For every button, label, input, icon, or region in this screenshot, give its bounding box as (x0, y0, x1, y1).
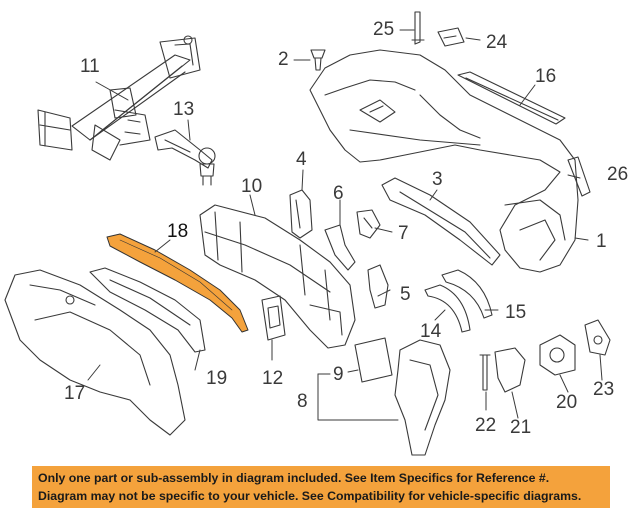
callout-7: 7 (398, 223, 409, 244)
callout-4: 4 (296, 149, 307, 170)
part-19-lower-molding (89, 267, 206, 353)
part-1-bumper-cover (309, 49, 579, 273)
callout-2: 2 (278, 49, 289, 70)
part-11-trailer-hitch (37, 35, 201, 161)
part-8-bracket (394, 339, 451, 456)
part-21-bracket (494, 347, 526, 393)
part-25-bracket (411, 11, 425, 45)
disclaimer-line-2: Diagram may not be specific to your vehi… (38, 489, 582, 503)
callout-26: 26 (607, 164, 629, 185)
part-9-plate-bracket (354, 337, 393, 383)
callout-3: 3 (432, 169, 443, 190)
part-10-impact-bar (199, 204, 356, 349)
callout-10: 10 (241, 176, 263, 197)
callout-13: 13 (173, 99, 195, 120)
part-22-pin (479, 354, 491, 391)
part-26-side-molding (567, 156, 591, 197)
part-4-absorber (289, 189, 313, 239)
callout-1: 1 (596, 231, 607, 252)
callout-24: 24 (486, 32, 508, 53)
part-7-bracket (356, 209, 381, 239)
part-16-molding (457, 71, 566, 125)
callout-22: 22 (475, 415, 497, 436)
leader-lines (87, 29, 603, 421)
callout-9: 9 (333, 364, 344, 385)
callout-8: 8 (297, 391, 308, 412)
part-14-molding (424, 284, 471, 333)
callout-19: 19 (206, 368, 228, 389)
part-20-housing (539, 334, 576, 376)
part-12-bracket (261, 295, 286, 341)
part-17-valance (4, 269, 186, 436)
callout-18: 18 (167, 221, 189, 242)
part-24-bracket (437, 27, 465, 47)
part-13-ball-mount (154, 129, 216, 186)
callout-25: 25 (373, 19, 395, 40)
part-2-clip (310, 49, 326, 71)
callout-17: 17 (64, 383, 86, 404)
callout-11: 11 (80, 56, 100, 77)
callout-23: 23 (593, 379, 615, 400)
part-15-molding (441, 269, 493, 319)
part-18-highlighted (106, 233, 249, 333)
part-23-sensor (584, 319, 611, 356)
part-6-bracket (324, 224, 356, 271)
callout-6: 6 (333, 183, 344, 204)
disclaimer-line-1: Only one part or sub-assembly in diagram… (38, 471, 550, 485)
callout-15: 15 (505, 302, 527, 323)
part-3-support (381, 177, 501, 266)
callout-14: 14 (420, 321, 442, 342)
part-5-bracket (367, 264, 389, 309)
callout-12: 12 (262, 368, 284, 389)
callout-21: 21 (510, 417, 532, 438)
callout-5: 5 (400, 284, 411, 305)
disclaimer-banner: Only one part or sub-assembly in diagram… (32, 466, 610, 508)
callout-20: 20 (556, 392, 578, 413)
callout-16: 16 (535, 66, 557, 87)
